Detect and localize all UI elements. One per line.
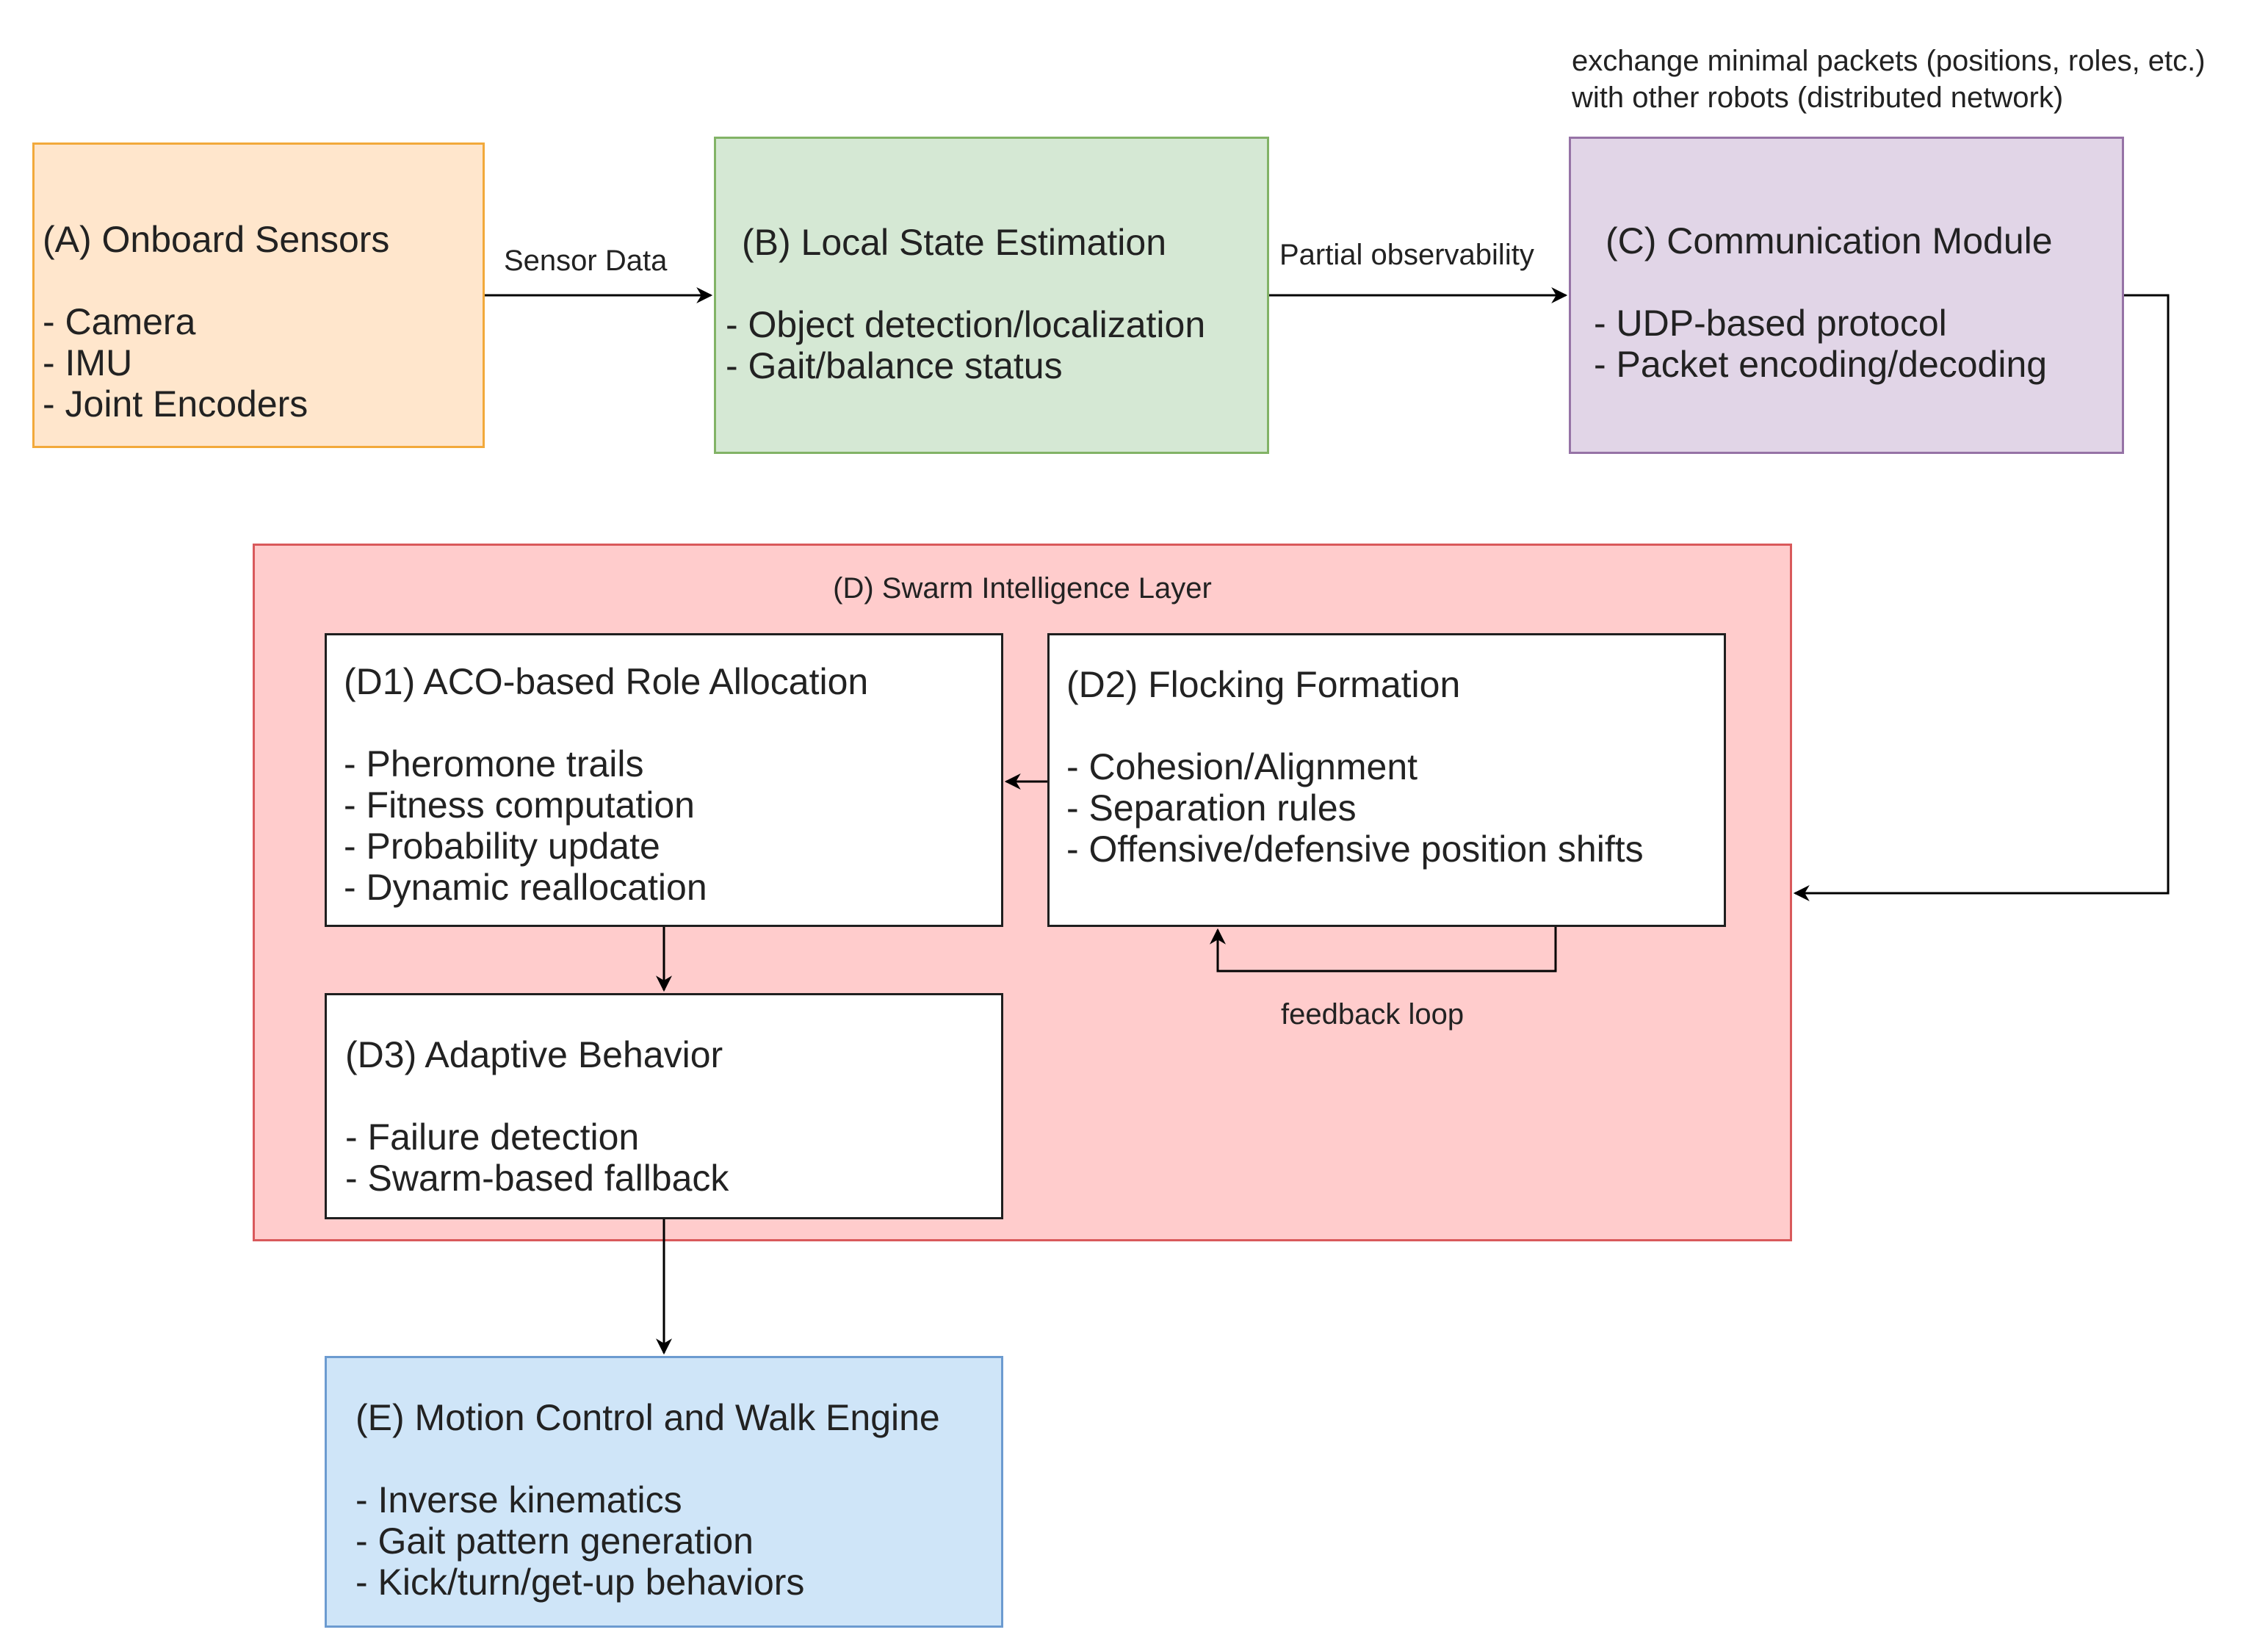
arrow-feedback-loop bbox=[1210, 927, 1557, 973]
sensors-item: - Camera bbox=[43, 301, 196, 342]
flocking-formation-item: - Separation rules bbox=[1066, 787, 1357, 829]
aco-role-allocation-text: (D1) ACO-based Role Allocation - Pheromo… bbox=[344, 661, 868, 908]
feedback-loop-label: feedback loop bbox=[1281, 998, 1465, 1031]
flocking-formation-text: (D2) Flocking Formation - Cohesion/Align… bbox=[1066, 664, 1644, 870]
aco-role-allocation-item: - Probability update bbox=[344, 826, 660, 867]
aco-role-allocation-item: - Dynamic reallocation bbox=[344, 867, 707, 908]
adaptive-behavior-text: (D3) Adaptive Behavior - Failure detecti… bbox=[345, 1034, 729, 1199]
sensors-text: (A) Onboard Sensors - Camera - IMU - Joi… bbox=[43, 219, 389, 425]
motion-control-item: - Gait pattern generation bbox=[355, 1520, 754, 1562]
sensors-item: - Joint Encoders bbox=[43, 383, 308, 425]
flocking-formation-box bbox=[1047, 633, 1726, 927]
aco-role-allocation-item: - Fitness computation bbox=[344, 784, 695, 826]
communication-module-text: (C) Communication Module - UDP-based pro… bbox=[1594, 220, 2053, 385]
communication-module-title: (C) Communication Module bbox=[1606, 220, 2053, 261]
exchange-note-line2: with other robots (distributed network) bbox=[1572, 82, 2064, 114]
aco-role-allocation-box bbox=[325, 633, 1003, 927]
sensors-title: (A) Onboard Sensors bbox=[43, 219, 390, 260]
sensors-item: - IMU bbox=[43, 342, 133, 383]
adaptive-behavior-box bbox=[325, 993, 1003, 1219]
flocking-formation-item: - Cohesion/Alignment bbox=[1066, 746, 1418, 787]
motion-control-title: (E) Motion Control and Walk Engine bbox=[355, 1397, 940, 1438]
swarm-layer-title: (D) Swarm Intelligence Layer bbox=[833, 572, 1212, 605]
motion-control-text: (E) Motion Control and Walk Engine - Inv… bbox=[355, 1397, 940, 1603]
partial-observability-label: Partial observability bbox=[1279, 239, 1534, 271]
aco-role-allocation-title: (D1) ACO-based Role Allocation bbox=[344, 661, 869, 702]
state-estimation-item: - Gait/balance status bbox=[726, 345, 1063, 386]
motion-control-item: - Kick/turn/get-up behaviors bbox=[355, 1562, 805, 1603]
adaptive-behavior-title: (D3) Adaptive Behavior bbox=[345, 1034, 723, 1075]
adaptive-behavior-item: - Failure detection bbox=[345, 1116, 640, 1158]
arrow-comm-to-swarm bbox=[1793, 294, 2170, 901]
exchange-note-line1: exchange minimal packets (positions, rol… bbox=[1572, 45, 2206, 77]
communication-module-item: - Packet encoding/decoding bbox=[1594, 344, 2048, 385]
communication-module-box bbox=[1569, 137, 2124, 454]
flocking-formation-item: - Offensive/defensive position shifts bbox=[1066, 829, 1644, 870]
state-estimation-text: (B) Local State Estimation - Object dete… bbox=[726, 222, 1205, 386]
communication-module-item: - UDP-based protocol bbox=[1594, 303, 1947, 344]
sensors-box bbox=[32, 142, 485, 448]
state-estimation-item: - Object detection/localization bbox=[726, 304, 1206, 345]
motion-control-box bbox=[325, 1356, 1003, 1628]
aco-role-allocation-item: - Pheromone trails bbox=[344, 743, 644, 784]
sensor-data-label: Sensor Data bbox=[504, 245, 668, 277]
state-estimation-title: (B) Local State Estimation bbox=[742, 222, 1167, 263]
adaptive-behavior-item: - Swarm-based fallback bbox=[345, 1158, 729, 1199]
flocking-formation-title: (D2) Flocking Formation bbox=[1066, 664, 1461, 705]
motion-control-item: - Inverse kinematics bbox=[355, 1479, 682, 1520]
state-estimation-box bbox=[714, 137, 1269, 454]
